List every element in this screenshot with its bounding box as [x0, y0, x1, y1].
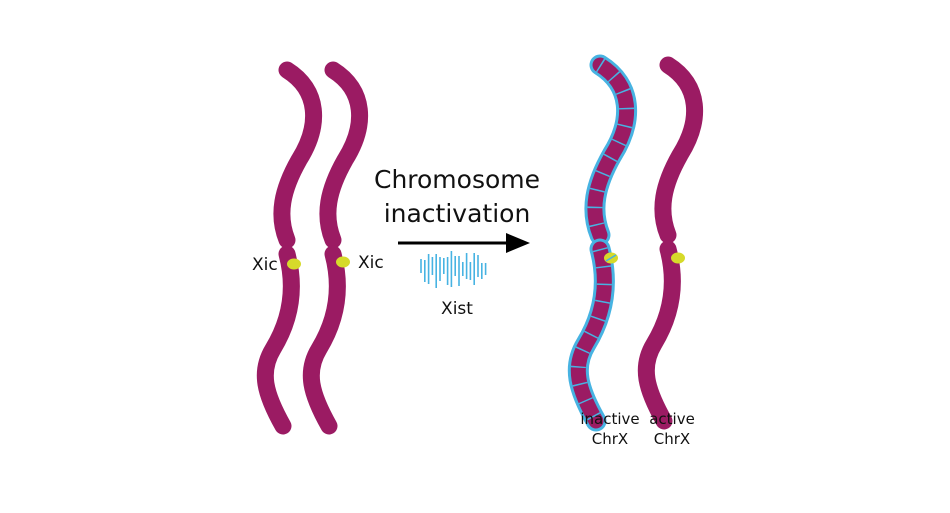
active-label-line2: ChrX: [654, 430, 690, 448]
xic-marker: [336, 256, 350, 268]
arrow-head: [506, 233, 530, 253]
xic-marker: [287, 258, 301, 270]
chromosome-arm-top: [663, 65, 695, 235]
xic-marker: [671, 252, 685, 264]
chromosome-left-2: [311, 70, 359, 426]
chromosome-arm-bottom: [311, 254, 337, 426]
process-title-line1: Chromosome: [374, 165, 540, 194]
xist-rna-icon: [420, 251, 487, 288]
chromosome-left-1: [265, 70, 313, 426]
xic-label-left: Xic: [252, 255, 278, 275]
process-title-line2: inactivation: [384, 199, 531, 228]
chromosome-inactive: [578, 65, 626, 421]
chromosome-arm-bottom: [646, 249, 672, 421]
xist-on-xic: [605, 254, 617, 262]
xic-label-right: Xic: [358, 253, 384, 273]
chromosome-arm-top: [595, 65, 627, 235]
active-label-line1: active: [649, 410, 695, 428]
chromosome-active: [646, 65, 694, 421]
chromosome-arm-top: [282, 70, 314, 240]
inactive-label-line2: ChrX: [592, 430, 628, 448]
chromosome-arm-top: [328, 70, 360, 240]
chromosome-arm-bottom: [265, 254, 291, 426]
inactivation-arrow: [398, 233, 530, 253]
inactive-label-line1: inactive: [580, 410, 639, 428]
xist-label: Xist: [441, 299, 473, 319]
